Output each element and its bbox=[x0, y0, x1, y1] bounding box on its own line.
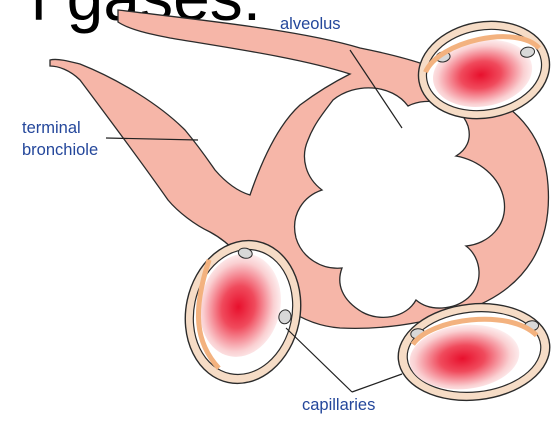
leader-line-capillaries-left bbox=[286, 328, 352, 392]
leader-line-capillaries-right bbox=[352, 374, 402, 392]
label-capillaries: capillaries bbox=[302, 397, 375, 414]
label-terminal: terminal bbox=[22, 120, 81, 137]
label-bronchiole: bronchiole bbox=[22, 142, 98, 159]
label-alveolus: alveolus bbox=[280, 16, 341, 33]
